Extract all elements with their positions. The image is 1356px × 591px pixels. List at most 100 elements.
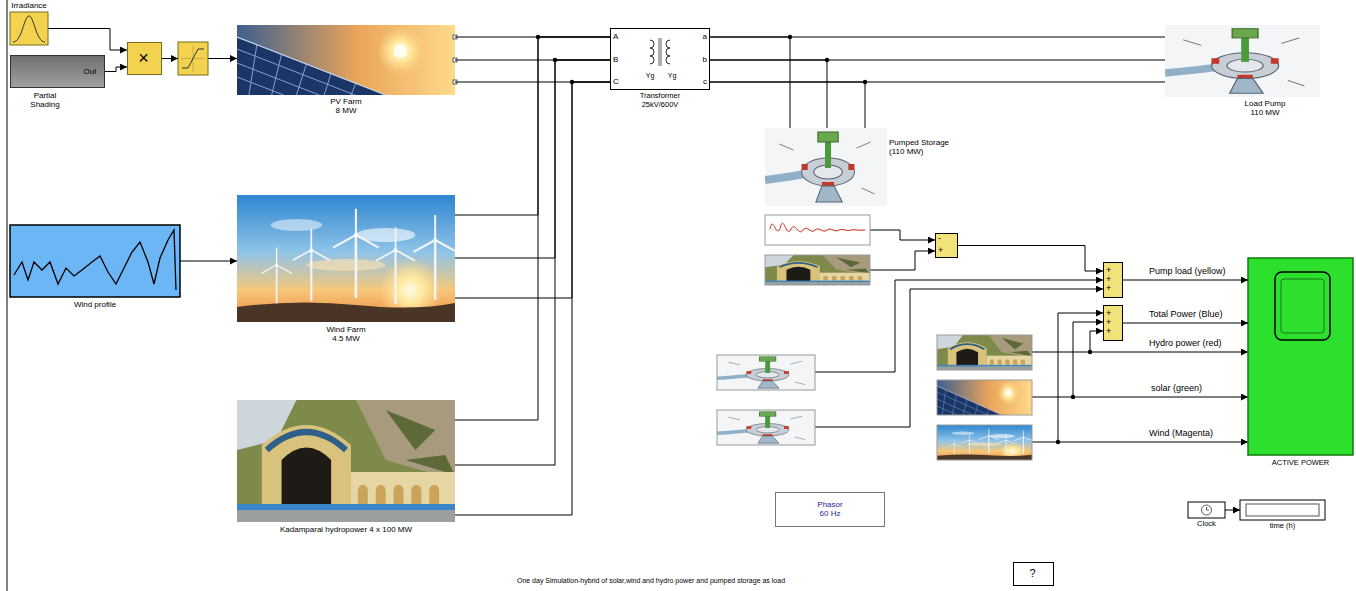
signal-wire [1032, 397, 1248, 398]
signal-wire [208, 58, 237, 59]
clock-block [1202, 505, 1212, 515]
load-picture [1165, 25, 1320, 97]
display-block [1240, 500, 1325, 520]
irradiance-block [10, 12, 48, 45]
simulink-block: Wind Farm 4.5 MW [237, 195, 455, 322]
block-label: ACTIVE POWER [1248, 459, 1353, 468]
transformer-symbol [610, 28, 710, 90]
block-label: Out [79, 67, 101, 76]
block-label: B [613, 55, 621, 64]
measurement-picture [717, 215, 1033, 460]
measurement-picture [765, 215, 870, 245]
signal-line [180, 261, 237, 262]
figure-caption: One day Simulation-hybrid of solar,wind … [500, 577, 802, 585]
clock-block [1188, 502, 1225, 518]
signal-line [958, 246, 1103, 272]
signal-label: solar (green) [1150, 383, 1203, 393]
simulink-block: Load Pump 110 MW [1165, 25, 1320, 97]
simulink-block: Wind profile [10, 225, 180, 297]
measurement-picture [717, 410, 815, 445]
wind-profile-block [14, 230, 176, 290]
transformer-symbol [666, 40, 670, 64]
irradiance-block [10, 12, 48, 45]
simulink-block: Irradiance [10, 12, 48, 45]
block-label: + [1106, 309, 1114, 318]
block-label: Clock [1184, 520, 1229, 529]
hydropower-picture [237, 400, 455, 522]
signal-label: Total Power (Blue) [1148, 309, 1224, 319]
simulink-block: ACTIVE POWER [1248, 258, 1353, 455]
signal-wire [1073, 322, 1103, 397]
signal-wire [815, 289, 1103, 427]
scope-block [1248, 258, 1353, 455]
transformer-symbol [661, 38, 662, 66]
block-label: a [699, 32, 707, 41]
wind-farm-picture [237, 195, 457, 322]
simulink-block: Kadamparai hydropower 4 x 100 MW [237, 400, 455, 522]
simulink-block: time (h) [1240, 500, 1325, 520]
saturation-block [182, 49, 204, 68]
junction-dot [1071, 395, 1075, 399]
wind-profile-block [10, 225, 180, 297]
simulink-block: ABCYgYgabcTransformer 25kV/600V [610, 28, 710, 90]
scope-block [1275, 272, 1330, 340]
saturation-block [178, 42, 208, 75]
wind-profile-block [10, 225, 180, 297]
measurement-picture [937, 335, 1032, 370]
display-block [1246, 504, 1319, 516]
block-label: Wind profile [45, 300, 145, 309]
measurement-picture [717, 355, 815, 390]
display-block [1240, 500, 1325, 520]
transformer-symbol [659, 38, 660, 66]
block-label: Phasor 60 Hz [813, 500, 847, 518]
block-label: - [938, 234, 946, 243]
measurement-picture [937, 335, 1032, 370]
simulink-block: Phasor 60 Hz [775, 492, 885, 527]
pv-farm-picture [237, 25, 457, 95]
signal-wire [870, 230, 935, 240]
block-label: + [1106, 318, 1114, 327]
measurement-picture [937, 380, 1032, 415]
simulink-block: +++ [1103, 305, 1123, 341]
measurement-picture [765, 255, 870, 285]
power-line [455, 37, 610, 515]
block-label: × [128, 49, 159, 67]
connector-group [48, 29, 1248, 516]
block-label: c [699, 77, 707, 86]
block-label: PV Farm 8 MW [328, 97, 364, 115]
block-label: C [613, 77, 621, 86]
signal-wire [1058, 313, 1103, 442]
block-label: Irradiance [4, 1, 54, 10]
hydropower-picture [237, 400, 455, 522]
wind-farm-picture [237, 195, 457, 322]
signal-wire [870, 251, 935, 270]
clock-block [1188, 502, 1225, 518]
block-label: Load Pump 110 MW [1240, 99, 1290, 117]
power-line [455, 37, 610, 298]
junction-dot [536, 35, 1092, 444]
block-label: + [1106, 275, 1114, 284]
signal-line [1123, 280, 1248, 281]
signal-wire [160, 58, 178, 59]
block-label: + [1106, 284, 1114, 293]
simulink-block: -+ [935, 233, 958, 258]
block-label: Wind Farm 4.5 MW [324, 325, 368, 343]
block-label: Partial Shading [25, 91, 65, 109]
junction-dot [1056, 440, 1060, 444]
clock-block [1207, 507, 1210, 510]
load-picture [1165, 25, 1320, 97]
simulink-block: OutPartial Shading [10, 55, 105, 88]
signal-line [1123, 323, 1248, 324]
block-label: Yg [662, 72, 682, 80]
signal-label: Hydro power (red) [1148, 338, 1223, 348]
block-label: Pumped Storage (110 MW) [889, 138, 955, 156]
junction-dot [1088, 350, 1092, 354]
block-label: A [613, 32, 621, 41]
simulink-block: ? [1013, 562, 1054, 586]
scope-block [1281, 279, 1324, 333]
